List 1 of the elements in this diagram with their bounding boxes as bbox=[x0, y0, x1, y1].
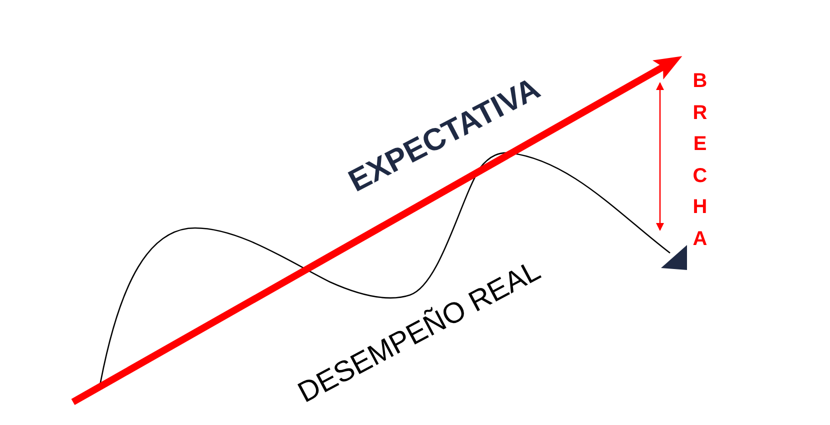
gap-label: BRECHA bbox=[692, 69, 708, 252]
